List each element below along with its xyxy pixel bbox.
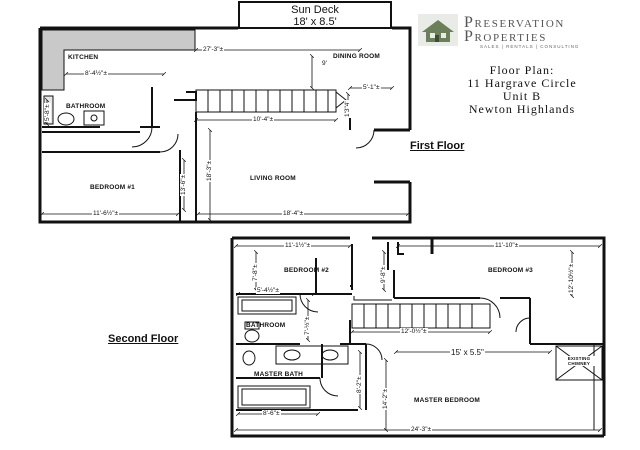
door-swing (515, 317, 531, 333)
toilet-1 (57, 112, 75, 126)
house-logo-icon (418, 14, 458, 46)
room-bedroom-3: BEDROOM #3 (488, 267, 533, 274)
room-master-bedroom: MASTER BEDROOM (414, 397, 480, 404)
room-dining-room: DINING ROOM (333, 53, 380, 60)
dim-second-width: 24'-3"± (410, 426, 433, 433)
sink-2a (283, 349, 301, 361)
logo-name: Preservation Properties (464, 14, 565, 45)
dim-master-size: 15' x 5.5" (450, 348, 485, 357)
door-swing (131, 126, 153, 148)
kitchen-counter (41, 29, 196, 91)
sun-deck-name: Sun Deck (291, 4, 339, 16)
door-swing (365, 343, 383, 361)
door-swing (355, 129, 375, 149)
dim-first-width: 27'-3"± (202, 46, 225, 53)
logo-line-1: Preservation (464, 14, 565, 31)
room-bedroom-1: BEDROOM #1 (90, 184, 135, 191)
chimney-box (555, 345, 603, 381)
dim-dining-5-1: 5'-1"± (362, 84, 381, 91)
dim-bed2-depth: 7'-8"± (252, 263, 259, 282)
second-floor-interior-walls (236, 242, 604, 411)
room-bathroom-1: BATHROOM (66, 103, 106, 110)
dim-bath-5-8: 5'-8"± (44, 103, 51, 122)
door-swing (299, 293, 319, 313)
title-line-3: Unit B (502, 89, 542, 103)
room-bedroom-2: BEDROOM #2 (284, 267, 329, 274)
door-swing (319, 377, 339, 397)
dim-bed3-depth: 12'-10½"± (568, 262, 575, 294)
bathtub-2-inner (241, 299, 293, 312)
dim-bedroom1-width: 11'-6½"± (92, 210, 120, 217)
title-line-1: Floor Plan: (489, 63, 555, 77)
sink-1 (83, 110, 105, 126)
dim-bed3-width: 11'-10"± (494, 242, 520, 249)
logo-tagline: SALES | RENTALS | CONSULTING (480, 44, 580, 49)
bathtub-master-inner (241, 388, 307, 406)
second-floor-heading: Second Floor (108, 333, 179, 345)
sun-deck: Sun Deck 18' x 8.5' (238, 1, 392, 29)
toilet-3 (242, 350, 256, 366)
dim-bed2-width: 11'-1½"± (284, 242, 312, 249)
dim-stair2-width: 12'-0½"± (400, 328, 428, 335)
dim-master-bath-depth: 8'-2"± (356, 375, 363, 394)
dim-bath2-width: 5'-4½"± (256, 287, 280, 294)
title-line-4: Newton Highlands (468, 102, 576, 116)
dim-stair-10-4: 10'-4"± (252, 116, 275, 123)
closet-outline (353, 296, 392, 301)
second-floor-walls (230, 236, 606, 438)
bathtub-2 (237, 296, 297, 315)
door-swing (479, 297, 501, 319)
dim-dining-depth: 9' (321, 60, 328, 67)
dim-living-depth: 18'-3"± (206, 159, 213, 182)
dim-master-bed-depth: 14'-2"± (382, 387, 389, 410)
dim-bath2-depth: 7'-½"± (304, 315, 311, 336)
sun-deck-size: 18' x 8.5' (293, 16, 337, 28)
dim-living-width: 18'-4"± (282, 210, 305, 217)
company-logo: Preservation Properties SALES | RENTALS … (418, 14, 616, 49)
room-existing-chimney: EXISTING CHIMNEY (557, 356, 601, 366)
dim-kitchen-width: 8'-4½"± (84, 70, 108, 77)
sink-2b (321, 349, 339, 361)
room-bathroom-2: BATHROOM (246, 322, 286, 329)
sink-1-basin (90, 114, 98, 122)
vanity-2 (275, 345, 349, 365)
bathtub-master (237, 385, 311, 409)
room-kitchen: KITCHEN (68, 54, 99, 61)
door-swing (159, 133, 179, 153)
dim-stair-1-4: 1'3"4' (344, 100, 351, 118)
room-living-room: LIVING ROOM (250, 175, 296, 182)
dim-bedroom1-depth: 13'-6"± (180, 173, 187, 196)
room-master-bath: MASTER BATH (254, 371, 304, 378)
dim-bed2-side: 9'-8"± (380, 265, 387, 284)
plan-title: Floor Plan: 11 Hargrave Circle Unit B Ne… (420, 64, 624, 116)
dim-master-bath-width: 8'-6"± (262, 410, 281, 417)
title-line-2: 11 Hargrave Circle (467, 76, 577, 90)
second-floor-stair (351, 303, 491, 329)
toilet-2 (244, 329, 260, 343)
first-floor-walls (38, 26, 412, 224)
first-floor-stair (174, 89, 347, 113)
logo-line-2: Properties (464, 28, 547, 45)
toilet-2-tank (244, 321, 260, 330)
first-floor-heading: First Floor (410, 140, 465, 152)
